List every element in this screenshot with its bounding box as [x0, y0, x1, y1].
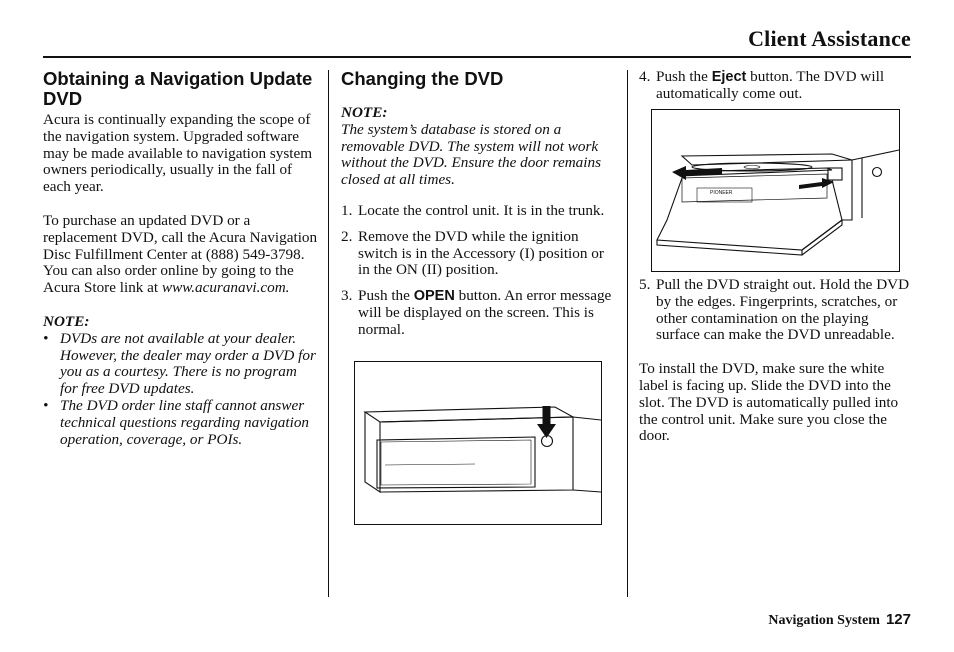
page-footer: Navigation System 127	[768, 611, 911, 629]
control-unit-drawing	[363, 406, 602, 494]
column-divider-right	[627, 70, 628, 597]
step-3: 3. Push the OPEN button. An error message…	[341, 287, 613, 338]
footer-label: Navigation System	[768, 613, 880, 628]
page-title: Client Assistance	[748, 26, 911, 51]
figure-control-unit-open	[354, 361, 602, 525]
bullet-text: DVDs are not available at your dealer. H…	[60, 329, 316, 398]
bullet-mark: •	[43, 329, 49, 347]
update-intro-paragraph: Acura is continually expanding the scope…	[43, 111, 313, 196]
column-divider-left	[328, 70, 329, 597]
header-rule	[43, 56, 911, 58]
note-label: NOTE:	[43, 312, 90, 330]
left-column: Obtaining a Navigation Update DVD Acura …	[43, 69, 318, 448]
section-heading-changing-dvd: Changing the DVD	[341, 68, 504, 89]
step-text: Pull the DVD straight out. Hold the DVD …	[656, 276, 910, 344]
step-text: button. The DVD will automatically come …	[656, 68, 885, 102]
open-button-label: OPEN	[413, 288, 455, 305]
step-4: 4. Push the Eject button. The DVD will au…	[639, 68, 911, 103]
arrow-down-icon	[537, 406, 556, 438]
bullet-mark: •	[43, 396, 49, 414]
arrow-right-icon	[799, 178, 834, 189]
note-text: The system’s database is stored on a rem…	[341, 120, 601, 189]
step-number: 2.	[341, 227, 353, 245]
unit-brand-label: PIONEER	[710, 190, 733, 196]
step-2: 2. Remove the DVD while the ignition swit…	[341, 227, 613, 279]
step-text: Remove the DVD while the ignition switch…	[358, 227, 604, 279]
purchase-paragraph: To purchase an updated DVD or a replacem…	[43, 211, 318, 297]
section-heading-update-dvd: Obtaining a Navigation Update DVD	[43, 68, 313, 109]
dvd-eject-drawing: PIONEER	[656, 149, 900, 256]
step-text: Push the	[358, 287, 414, 305]
right-column-lower: 5. Pull the DVD straight out. Hold the DV…	[639, 276, 911, 445]
right-column: 4. Push the Eject button. The DVD will au…	[639, 68, 911, 103]
eject-button-label: Eject	[711, 69, 747, 85]
middle-column: Changing the DVD NOTE: The system’s data…	[341, 69, 613, 339]
note-bullet: • The DVD order line staff cannot answer …	[43, 396, 318, 448]
arrow-left-icon	[672, 166, 722, 180]
step-5: 5. Pull the DVD straight out. Hold the DV…	[639, 276, 911, 344]
note-bullet: • DVDs are not available at your dealer. …	[43, 329, 318, 398]
page-number: 127	[885, 611, 911, 628]
install-paragraph: To install the DVD, make sure the white …	[639, 360, 899, 445]
step-number: 4.	[639, 68, 651, 85]
bullet-text: The DVD order line staff cannot answer t…	[60, 396, 310, 448]
step-1: 1. Locate the control unit. It is in the …	[341, 201, 613, 220]
step-number: 5.	[639, 276, 651, 293]
step-number: 1.	[341, 201, 353, 219]
step-text: Locate the control unit. It is in the tr…	[358, 201, 605, 219]
step-number: 3.	[341, 287, 353, 305]
step-text: button. An error message will be display…	[358, 287, 612, 338]
figure-dvd-eject: PIONEER	[651, 109, 900, 272]
acura-store-link[interactable]: www.acuranavi.com.	[161, 279, 290, 297]
step-text: Push the	[656, 68, 712, 85]
purchase-text: To purchase an updated DVD or a replacem…	[43, 211, 318, 297]
note-label: NOTE:	[341, 104, 388, 121]
